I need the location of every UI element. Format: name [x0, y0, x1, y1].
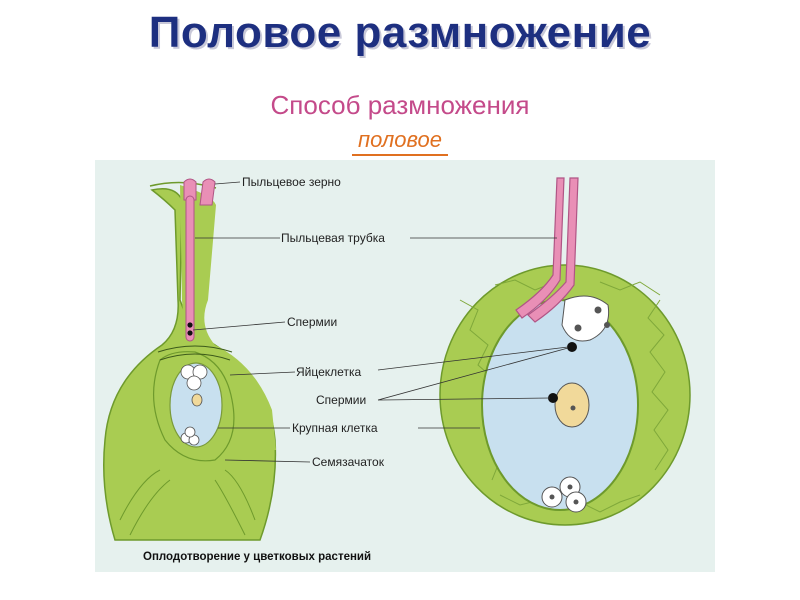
ovule: [153, 345, 235, 462]
label-sperm-right: Спермии: [316, 393, 366, 407]
sperm-cell-enlarged: [567, 342, 577, 352]
left-leader-lines: [192, 181, 311, 463]
right-leader-lines: [377, 237, 569, 429]
egg-cell-group: [180, 364, 208, 391]
label-ovule: Семязачаток: [312, 455, 385, 469]
label-pollen-grain: Пыльцевое зерно: [242, 175, 341, 189]
sperm-cell: [187, 322, 193, 328]
label-pollen-tube: Пыльцевая трубка: [281, 231, 385, 245]
sperm-cell: [187, 330, 193, 336]
label-egg-cell: Яйцеклетка: [296, 365, 361, 379]
subtitle: Способ размножения: [270, 90, 530, 120]
pollen-grains: [183, 178, 216, 206]
sperm-cell-enlarged: [548, 393, 558, 403]
egg-apparatus: [561, 295, 610, 342]
mode-container: половое: [0, 127, 800, 156]
reproduction-mode: половое: [352, 127, 448, 156]
central-cell-nucleus-enlarged: [554, 382, 590, 428]
label-large-cell: Крупная клетка: [292, 421, 378, 435]
page-title: Половое размножение: [148, 8, 652, 57]
antipodal-cells: [180, 426, 200, 446]
label-sperm-left: Спермии: [287, 315, 337, 329]
receptacle-lines: [119, 469, 256, 536]
central-cell-nucleus: [191, 393, 203, 407]
pollen-tube: [185, 195, 195, 342]
diagram-caption: Оплодотворение у цветковых растений: [143, 551, 371, 563]
pollen-tube-enlarged: [515, 177, 565, 319]
